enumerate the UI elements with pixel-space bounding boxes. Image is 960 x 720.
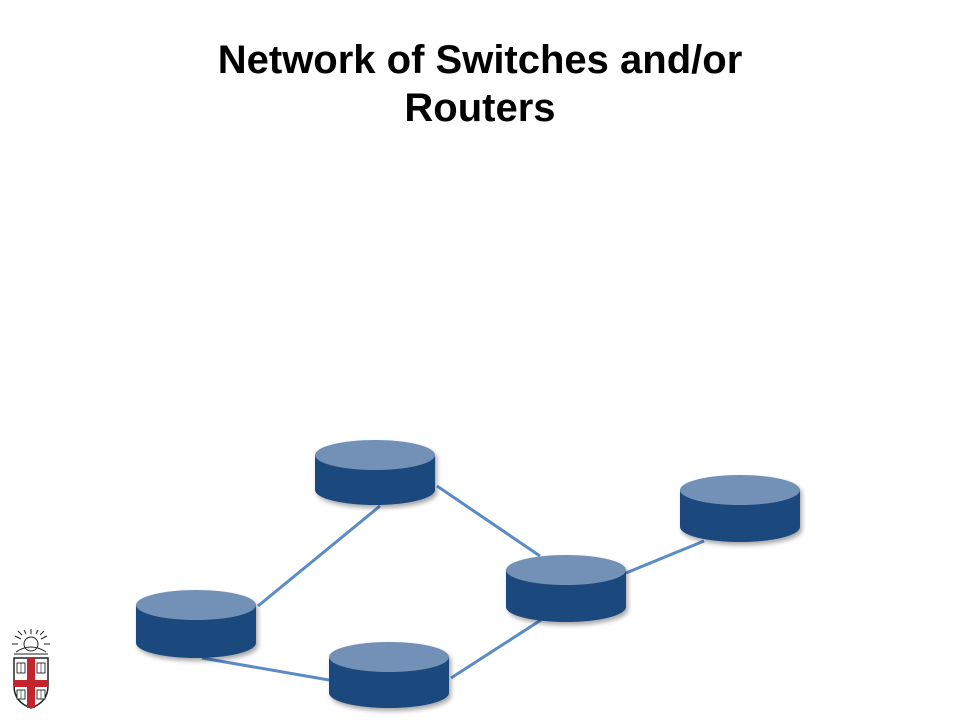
link-left-to-top <box>257 504 381 608</box>
router-node-bottom <box>329 642 449 708</box>
link-center-to-right <box>625 539 705 575</box>
title-line-2: Routers <box>404 86 556 130</box>
link-left-to-bottom <box>201 656 330 682</box>
links <box>201 484 705 682</box>
router-node-right <box>680 475 800 542</box>
link-top-to-center <box>436 484 541 558</box>
router-node-left <box>136 590 256 658</box>
link-center-to-bottom <box>450 618 542 680</box>
university-shield-icon <box>12 629 50 709</box>
title-line-1: Network of Switches and/or <box>217 38 743 82</box>
router-node-center <box>506 555 626 622</box>
router-node-top <box>315 440 435 505</box>
slide-title: Network of Switches and/or Routers <box>80 36 880 132</box>
